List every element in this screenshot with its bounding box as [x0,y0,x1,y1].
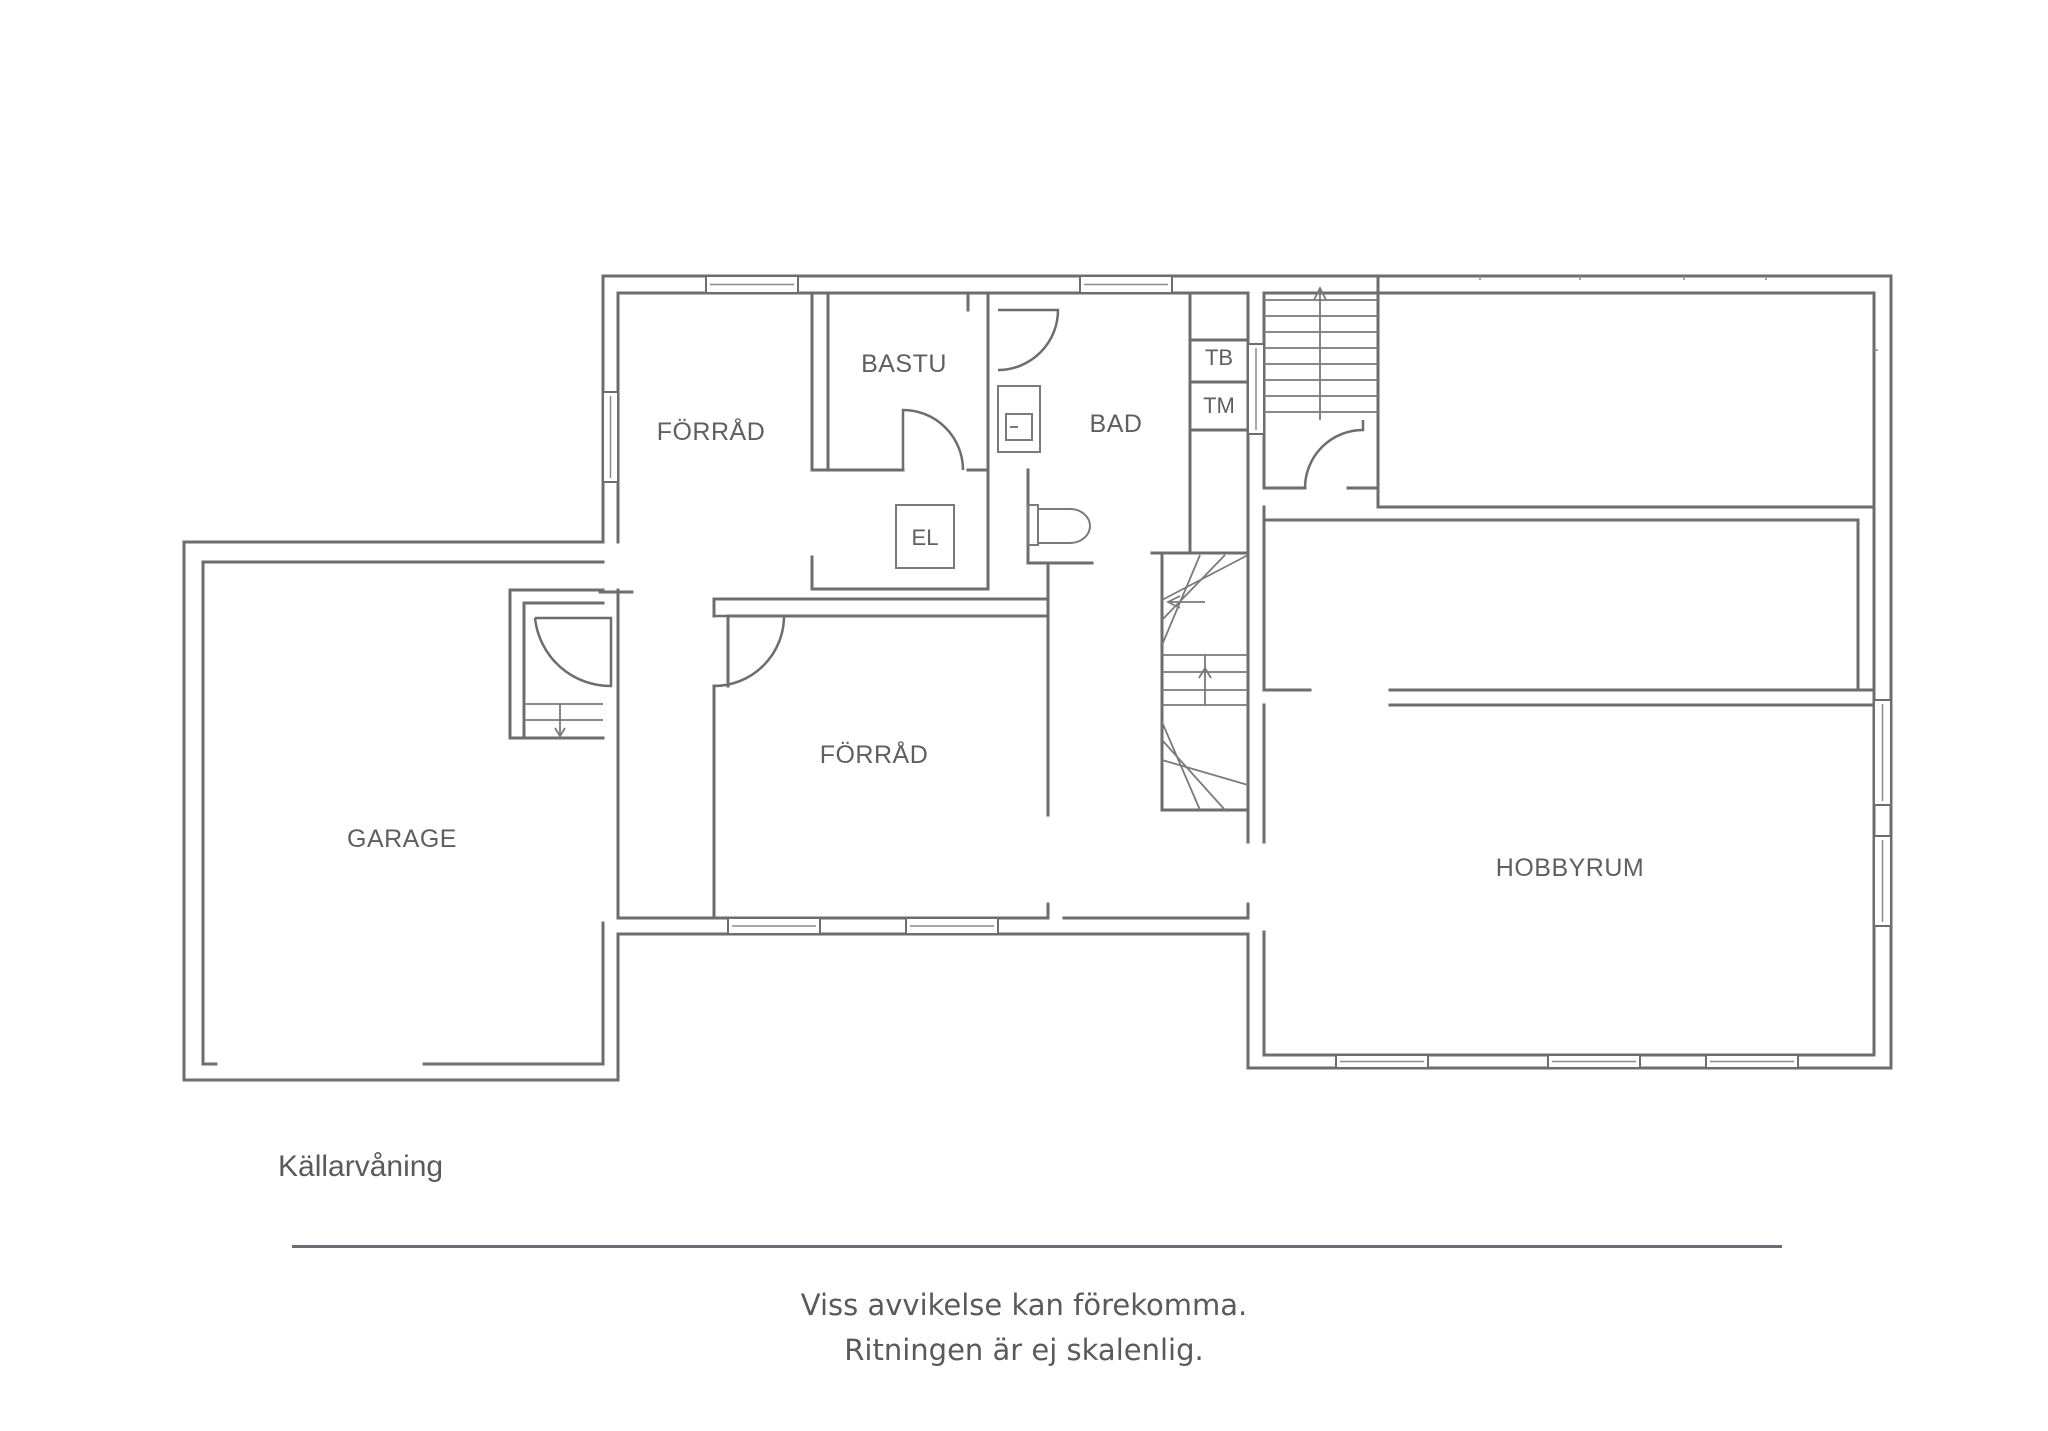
room-label-el: EL [912,525,939,550]
room-label-forrad-mid: FÖRRÅD [820,739,929,769]
garage-landing [508,588,605,740]
el-box [895,504,955,569]
divider-line [292,1245,1782,1248]
interior-walls [598,274,1876,920]
room-label-tm: TM [1203,393,1235,418]
windows [602,275,1892,1069]
toilet-bowl [1038,508,1091,544]
toilet-tank [1027,504,1039,546]
sink [997,385,1041,453]
doors [533,308,1365,688]
room-labels: FÖRRÅD BASTU BAD TB TM EL FÖRRÅD GARAGE … [347,345,1644,882]
room-label-hobbyrum: HOBBYRUM [1496,854,1644,882]
outer-walls [182,274,1893,1082]
bathroom-fixtures [895,385,1091,569]
room-label-forrad-top: FÖRRÅD [657,416,766,446]
room-label-bad: BAD [1090,410,1143,438]
disclaimer-line-2: Ritningen är ej skalenlig. [844,1333,1204,1367]
disclaimer-line-1: Viss avvikelse kan förekomma. [800,1288,1248,1322]
stairs-top [1264,285,1378,420]
stairs-winding [1160,553,1250,812]
room-label-garage: GARAGE [347,825,457,853]
room-label-bastu: BASTU [861,350,947,378]
floor-name: Källarvåning [278,1150,444,1183]
room-label-tb: TB [1205,345,1233,370]
